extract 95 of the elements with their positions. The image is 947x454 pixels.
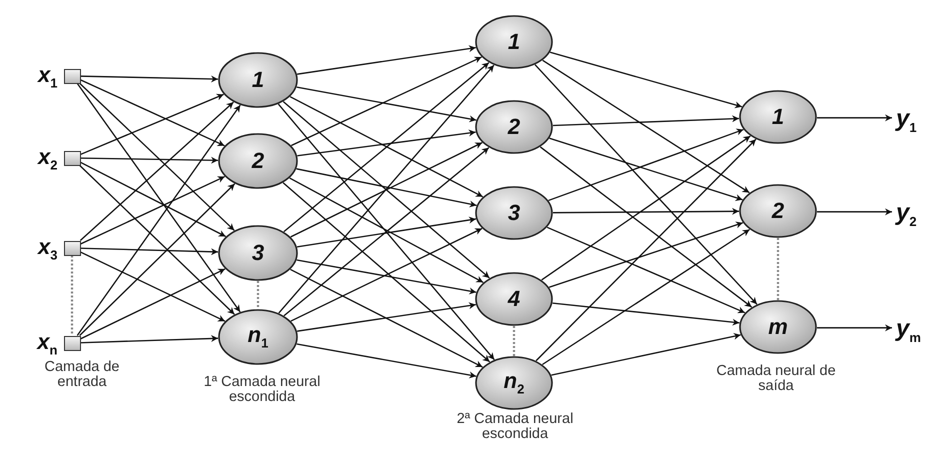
- dotted-connector: [776, 238, 780, 300]
- arrow: [290, 142, 482, 238]
- neuron-label: n$_{1}$: [248, 324, 268, 350]
- arrow: [816, 208, 892, 216]
- neuron-label: 1: [772, 106, 784, 128]
- input-label: x$_{1}$: [38, 64, 58, 90]
- dotted-connector: [512, 326, 516, 356]
- layer-caption: Camada de entrada: [44, 360, 120, 390]
- input-square: [64, 336, 80, 350]
- neuron-ellipse: [475, 15, 553, 69]
- arrow: [542, 228, 750, 366]
- arrow: [541, 136, 751, 280]
- neuron-label: 3: [508, 202, 520, 224]
- input-square: [64, 68, 80, 84]
- neuron-ellipse: [218, 133, 298, 189]
- arrow: [80, 94, 224, 156]
- arrow: [80, 76, 218, 82]
- arrow: [290, 96, 484, 198]
- layer-caption: 1ª Camada neural escondida: [202, 375, 322, 406]
- arrow: [282, 182, 490, 362]
- arrow: [283, 62, 490, 232]
- arrow: [816, 324, 892, 332]
- arrow: [296, 86, 476, 122]
- arrow: [290, 268, 483, 368]
- arrow: [79, 83, 235, 231]
- neuron-label: 2: [508, 116, 520, 138]
- arrow: [540, 146, 752, 308]
- arrow: [296, 168, 477, 208]
- input-square: [64, 150, 80, 166]
- dotted-connector: [70, 256, 74, 336]
- neuron-ellipse: [475, 356, 553, 410]
- neuron-ellipse: [739, 300, 817, 354]
- output-label: y$_{m}$: [896, 315, 944, 345]
- arrow: [552, 302, 740, 326]
- arrow: [552, 115, 740, 126]
- neuron-ellipse: [739, 184, 817, 238]
- input-square: [64, 240, 80, 256]
- arrow: [291, 56, 482, 146]
- arrow: [296, 216, 476, 248]
- arrow: [80, 251, 226, 322]
- neuron-label: 1: [508, 31, 520, 53]
- arrow: [79, 183, 236, 336]
- neuron-ellipse: [739, 90, 817, 144]
- arrow: [80, 162, 226, 238]
- arrow: [297, 130, 476, 156]
- arrow: [546, 226, 746, 314]
- arrow: [553, 208, 739, 215]
- arrow: [290, 228, 482, 322]
- arrow: [80, 79, 225, 146]
- arrow: [297, 302, 476, 332]
- layer-caption: Camada neural de saída: [715, 364, 837, 394]
- neuron-ellipse: [218, 309, 298, 365]
- arrow: [80, 268, 226, 340]
- arrow: [80, 335, 218, 344]
- output-label: y$_{2}$: [896, 199, 940, 229]
- arrow: [296, 343, 476, 378]
- arrow: [551, 332, 741, 376]
- arrow: [296, 259, 476, 294]
- arrow: [80, 156, 218, 164]
- output-label: y$_{1}$: [896, 105, 940, 135]
- arrow: [289, 178, 484, 283]
- neuron-ellipse: [218, 52, 298, 108]
- neuron-ellipse: [475, 272, 553, 326]
- arrow: [80, 248, 218, 256]
- arrow: [550, 52, 742, 108]
- neuron-label: 4: [508, 288, 520, 310]
- neuron-label: 2: [252, 150, 264, 172]
- arrow: [282, 101, 490, 278]
- arrow: [542, 60, 750, 194]
- dotted-connector: [256, 281, 260, 309]
- arrow: [297, 45, 476, 75]
- arrow: [76, 104, 241, 336]
- neuron-label: 1: [252, 69, 264, 91]
- arrow: [534, 64, 758, 305]
- arrow: [284, 147, 490, 316]
- arrow: [76, 83, 241, 312]
- arrow: [80, 102, 234, 241]
- neuron-label: 2: [772, 200, 784, 222]
- neuron-ellipse: [475, 186, 553, 240]
- arrow: [548, 222, 744, 288]
- neuron-label: n$_{2}$: [504, 370, 524, 396]
- arrow: [79, 165, 235, 315]
- input-label: x$_{3}$: [38, 236, 58, 262]
- arrow: [816, 114, 892, 122]
- neuron-label: 3: [252, 242, 264, 264]
- input-label: x$_{2}$: [38, 146, 58, 172]
- neuron-label: m: [768, 316, 788, 338]
- neuron-ellipse: [475, 100, 553, 154]
- input-label: x$_{n}$: [37, 331, 58, 356]
- arrow: [278, 64, 494, 314]
- layer-caption: 2ª Camada neural escondida: [456, 412, 574, 442]
- arrow: [80, 176, 226, 245]
- arrow: [278, 104, 495, 360]
- arrow: [536, 138, 756, 362]
- neuron-ellipse: [218, 225, 298, 281]
